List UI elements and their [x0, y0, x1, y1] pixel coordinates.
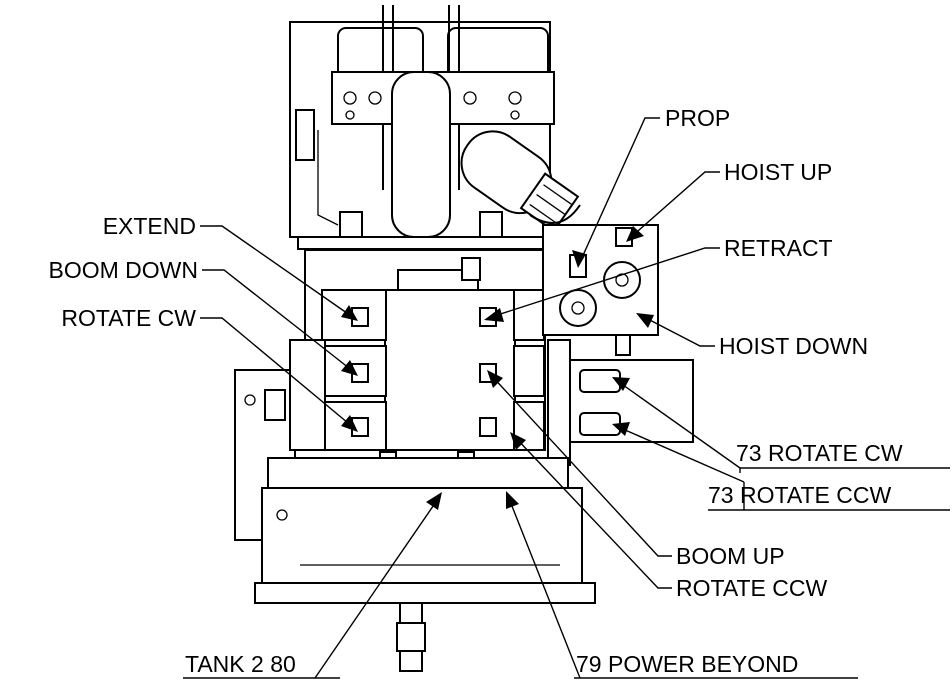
label-73-rotate-ccw: 73 ROTATE CCW — [708, 482, 891, 508]
left-bolt-head — [264, 389, 286, 421]
label-extend: EXTEND — [103, 213, 196, 239]
lower-fitting — [615, 334, 631, 356]
swivel-body — [396, 622, 426, 652]
relief-valve-lower — [559, 289, 597, 327]
callout-leaders — [183, 117, 950, 679]
label-hoist-down: HOIST DOWN — [719, 333, 868, 359]
label-retract: RETRACT — [724, 235, 833, 261]
label-73-rotate-cw: 73 ROTATE CW — [736, 440, 903, 466]
plate-bolt-right — [479, 211, 503, 238]
label-tank-2-80: TANK 2 80 — [185, 651, 296, 677]
valve-section-2-right — [513, 345, 545, 397]
mounting-plate — [297, 236, 545, 250]
left-spacer — [289, 339, 326, 451]
turntable-base — [261, 487, 583, 584]
crane-valve-assembly — [234, 5, 694, 672]
label-boom-down: BOOM DOWN — [49, 257, 199, 283]
side-fitting — [295, 109, 315, 161]
label-prop: PROP — [665, 105, 730, 131]
base-plate — [254, 582, 596, 604]
rotation-spacer — [547, 339, 571, 466]
plate-bolt-left — [339, 211, 363, 238]
swivel-top — [399, 602, 423, 624]
hydraulic-motor — [460, 130, 580, 233]
label-boom-up: BOOM UP — [676, 543, 785, 569]
hoist-drum — [391, 71, 451, 238]
swivel-bottom — [399, 650, 423, 672]
turntable-ring — [267, 457, 569, 489]
label-79-power-beyond: 79 POWER BEYOND — [576, 651, 798, 677]
valve-section-1-right — [513, 289, 545, 341]
label-rotate-cw: ROTATE CW — [61, 305, 196, 331]
left-bolt-1 — [244, 394, 256, 406]
label-rotate-ccw: ROTATE CCW — [676, 575, 827, 601]
bracket-bolts — [343, 91, 522, 120]
rotate-cw-port — [579, 369, 621, 393]
top-fitting — [461, 257, 481, 281]
motor-hose — [529, 204, 581, 224]
label-hoist-up: HOIST UP — [724, 159, 832, 185]
relief-valve-upper — [603, 261, 641, 299]
callout-labels: PROP HOIST UP RETRACT HOIST DOWN EXTEND … — [49, 105, 903, 677]
side-hose — [317, 130, 339, 226]
